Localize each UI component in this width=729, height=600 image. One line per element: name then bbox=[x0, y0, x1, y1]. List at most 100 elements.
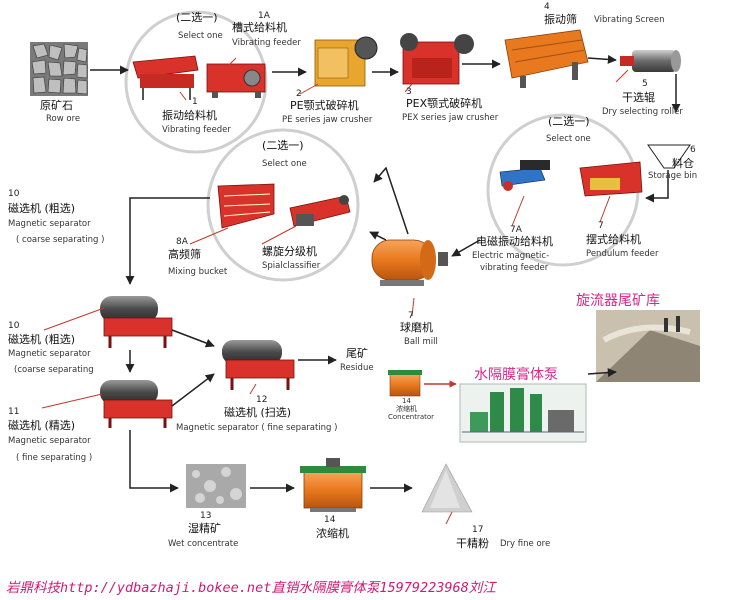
label-10b-en2: (coarse separating bbox=[14, 365, 94, 375]
label-1a-zh: 槽式给料机 bbox=[232, 21, 287, 34]
label-1-zh: 振动给料机 bbox=[162, 109, 217, 122]
label-4-en: Vibrating Screen bbox=[594, 15, 665, 25]
label-7b-zh: 球磨机 bbox=[400, 321, 433, 334]
vibrating-screen-machine bbox=[504, 29, 589, 88]
magnetic-separator-11-machine bbox=[100, 380, 173, 428]
label-7b-num: 7 bbox=[408, 311, 414, 321]
label-8-en: Spialclassifier bbox=[262, 261, 321, 271]
raw-ore-image bbox=[30, 42, 88, 96]
label-12-en: Magnetic separator ( fine separating ) bbox=[176, 423, 338, 433]
select-one-right-en: Select one bbox=[546, 134, 591, 144]
wet-concentrate-image bbox=[186, 464, 246, 508]
label-5-num: 5 bbox=[642, 79, 648, 89]
label-14-zh: 浓缩机 bbox=[316, 527, 349, 540]
label-14s-num: 14 bbox=[402, 397, 411, 405]
label-7p-en: Pendulum feeder bbox=[586, 249, 659, 259]
pex-jaw-crusher-machine bbox=[400, 33, 474, 85]
storage-bin-shape bbox=[647, 144, 691, 169]
label-10b-zh: 磁选机 (粗选) bbox=[8, 333, 76, 346]
arrow-10-to-12 bbox=[171, 329, 215, 348]
cyclone-tailings-title: 旋流器尾矿库 bbox=[576, 293, 660, 309]
label-10b-num: 10 bbox=[8, 321, 20, 331]
label-7p-zh: 摆式给料机 bbox=[586, 233, 641, 246]
select-one-top-zh: (二选一) bbox=[176, 11, 218, 24]
raw-ore-en: Row ore bbox=[46, 114, 81, 124]
label-8a-num: 8A bbox=[176, 237, 188, 247]
label-8a-en: Mixing bucket bbox=[168, 267, 228, 277]
label-4-zh: 振动筛 bbox=[544, 13, 577, 26]
label-2-zh: PE颚式破碎机 bbox=[290, 99, 359, 112]
label-8a-zh: 高频筛 bbox=[168, 248, 201, 261]
label-6-num: 6 bbox=[690, 145, 696, 155]
flow-arrows bbox=[90, 54, 681, 493]
label-6-zh: 料仓 bbox=[672, 157, 694, 170]
label-11-zh: 磁选机 (精选) bbox=[8, 419, 76, 432]
label-1a-num: 1A bbox=[258, 11, 270, 21]
label-11-en1: Magnetic separator bbox=[8, 436, 91, 446]
label-1-num: 1 bbox=[192, 97, 198, 107]
label-14s-en: Concentrator bbox=[388, 413, 435, 421]
label-4-num: 4 bbox=[544, 2, 550, 12]
select-one-right-zh: (二选一) bbox=[548, 115, 590, 128]
magnetic-separator-12-machine bbox=[222, 340, 295, 390]
arrow-return-loop bbox=[373, 166, 409, 235]
label-7a-zh: 电磁振动给料机 bbox=[476, 235, 553, 248]
thickener-machine bbox=[300, 458, 366, 512]
label-6-en: Storage bin bbox=[648, 171, 698, 181]
arrow-mill-to-classifier bbox=[369, 231, 387, 241]
label-14-num: 14 bbox=[324, 515, 336, 525]
label-2-num: 2 bbox=[296, 89, 302, 99]
raw-ore-zh: 原矿石 bbox=[40, 99, 73, 112]
label-17-en: Dry fine ore bbox=[500, 539, 551, 549]
label-10a-zh: 磁选机 (粗选) bbox=[8, 202, 76, 215]
label-12-zh: 磁选机 (扫选) bbox=[224, 406, 292, 419]
label-17-zh: 干精粉 bbox=[456, 537, 489, 550]
label-13-zh: 湿精矿 bbox=[188, 522, 221, 535]
arrow-11-to-wet bbox=[129, 430, 179, 493]
diaphragm-pump-title: 水隔膜膏体泵 bbox=[474, 367, 558, 383]
label-3-en: PEX series jaw crusher bbox=[402, 113, 499, 123]
dry-fine-ore-pile bbox=[421, 463, 473, 513]
label-3-num: 3 bbox=[406, 87, 412, 97]
arrow-bin-to-feeder bbox=[645, 170, 669, 203]
arrow-screen-to-roller bbox=[587, 54, 617, 64]
arrow-pump-to-pond bbox=[587, 368, 617, 378]
ball-mill-machine bbox=[371, 239, 448, 286]
select-ring-middle bbox=[206, 128, 360, 282]
select-one-mid-en: Select one bbox=[262, 159, 307, 169]
high-frequency-screen-machine bbox=[217, 183, 275, 229]
select-ring-top bbox=[124, 10, 268, 154]
arrow-classifier-to-separator bbox=[125, 197, 210, 285]
label-leaders bbox=[41, 57, 629, 525]
label-10a-en1: Magnetic separator bbox=[8, 219, 91, 229]
select-one-mid-zh: (二选一) bbox=[262, 139, 304, 152]
trough-feeder-machine bbox=[206, 63, 266, 98]
label-8-zh: 螺旋分级机 bbox=[262, 245, 317, 258]
vibrating-feeder-machine bbox=[132, 55, 199, 100]
label-3-zh: PEX颚式破碎机 bbox=[406, 97, 483, 110]
label-1-en: Vibrating feeder bbox=[162, 125, 231, 135]
pendulum-feeder-machine bbox=[579, 161, 643, 197]
pe-jaw-crusher-machine bbox=[314, 36, 378, 87]
electric-feeder-machine bbox=[499, 160, 550, 191]
label-13-num: 13 bbox=[200, 511, 212, 521]
label-17-num: 17 bbox=[472, 525, 484, 535]
label-10b-en1: Magnetic separator bbox=[8, 349, 91, 359]
label-7a-num: 7A bbox=[510, 225, 522, 235]
label-14s-zh: 浓缩机 bbox=[396, 405, 417, 413]
arrow-feeder-to-mill bbox=[451, 239, 481, 257]
label-10a-en2: ( coarse separating ) bbox=[16, 235, 105, 245]
spiral-classifier-machine bbox=[289, 195, 351, 227]
residue-zh: 尾矿 bbox=[346, 347, 368, 360]
label-10a-num: 10 bbox=[8, 189, 20, 199]
footer-contact: 岩鼎科技http://ydbazhaji.bokee.net直销水隔膜膏体泵15… bbox=[6, 580, 496, 596]
label-2-en: PE series jaw crusher bbox=[282, 115, 373, 125]
label-13-en: Wet concentrate bbox=[168, 539, 239, 549]
label-11-num: 11 bbox=[8, 407, 20, 417]
label-7p-num: 7 bbox=[598, 221, 604, 231]
label-7a-en2: vibrating feeder bbox=[480, 263, 549, 273]
residue-en: Residue bbox=[340, 363, 374, 373]
tailings-pond-image bbox=[596, 310, 700, 382]
label-12-num: 12 bbox=[256, 395, 268, 405]
